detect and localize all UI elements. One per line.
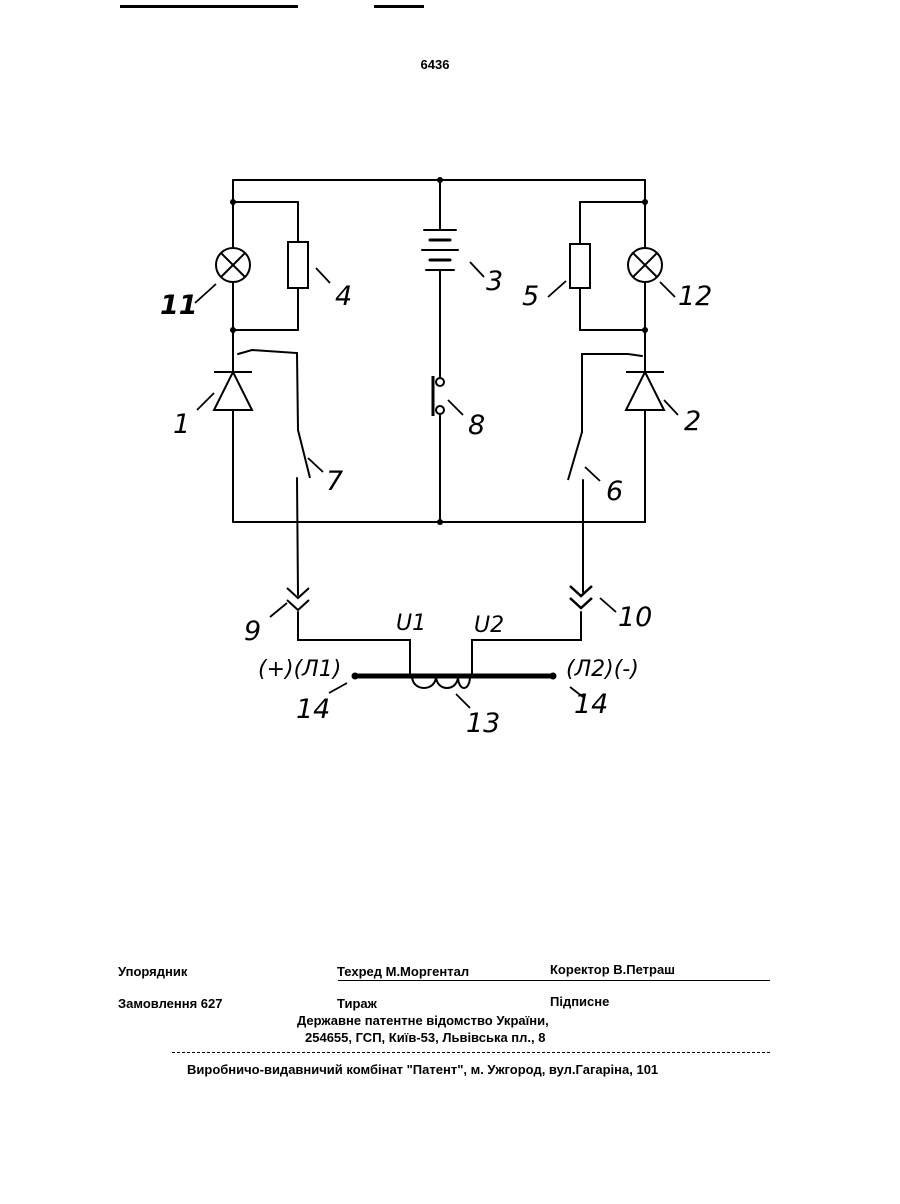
printer-line: Виробничо-видавничий комбінат "Патент", … bbox=[187, 1062, 658, 1077]
label-5: 5 bbox=[522, 281, 539, 312]
label-4: 4 bbox=[335, 281, 352, 312]
connector-10 bbox=[570, 586, 592, 608]
label-1: 1 bbox=[173, 409, 190, 440]
label-u2: U2 bbox=[474, 613, 504, 638]
left-terminal-label: (+)(Л1) bbox=[258, 657, 341, 682]
label-11: 11 bbox=[160, 290, 198, 321]
label-6: 6 bbox=[606, 476, 623, 507]
resistor-5 bbox=[570, 244, 590, 288]
footer-divider-bottom bbox=[172, 1052, 770, 1053]
label-2: 2 bbox=[684, 406, 701, 437]
label-13: 13 bbox=[466, 708, 500, 739]
lamp-12 bbox=[628, 248, 662, 282]
corrector: Коректор В.Петраш bbox=[550, 962, 675, 977]
label-8: 8 bbox=[468, 410, 485, 441]
label-14-left: 14 bbox=[296, 694, 330, 725]
label-10: 10 bbox=[618, 602, 652, 633]
label-9: 9 bbox=[244, 616, 261, 647]
right-terminal-label: (Л2)(-) bbox=[566, 657, 639, 682]
label-7: 7 bbox=[326, 466, 343, 497]
compiler-label: Упорядник bbox=[118, 964, 187, 979]
label-u1: U1 bbox=[396, 611, 426, 636]
lamp-11 bbox=[216, 248, 250, 282]
switch-7 bbox=[298, 430, 310, 478]
circuit-diagram: 11 4 3 5 12 1 2 8 7 6 9 10 U1 U2 (+)(Л1)… bbox=[0, 0, 900, 760]
footer-divider-top bbox=[338, 980, 770, 981]
button-8 bbox=[433, 376, 444, 416]
label-14-right: 14 bbox=[574, 689, 608, 720]
label-12: 12 bbox=[678, 281, 712, 312]
subscription: Підписне bbox=[550, 994, 609, 1009]
techred: Техред М.Моргентал bbox=[337, 964, 469, 979]
label-3: 3 bbox=[486, 266, 503, 297]
thyristor-2 bbox=[626, 372, 664, 410]
resistor-4 bbox=[288, 242, 308, 288]
thyristor-1 bbox=[214, 372, 252, 410]
office-line-1: Державне патентне відомство України, bbox=[297, 1013, 549, 1028]
order-number: Замовлення 627 bbox=[118, 996, 223, 1011]
battery-3 bbox=[422, 230, 458, 270]
switch-6 bbox=[568, 432, 582, 480]
office-line-2: 254655, ГСП, Київ-53, Львівська пл., 8 bbox=[305, 1030, 545, 1045]
circulation: Тираж bbox=[337, 996, 377, 1011]
